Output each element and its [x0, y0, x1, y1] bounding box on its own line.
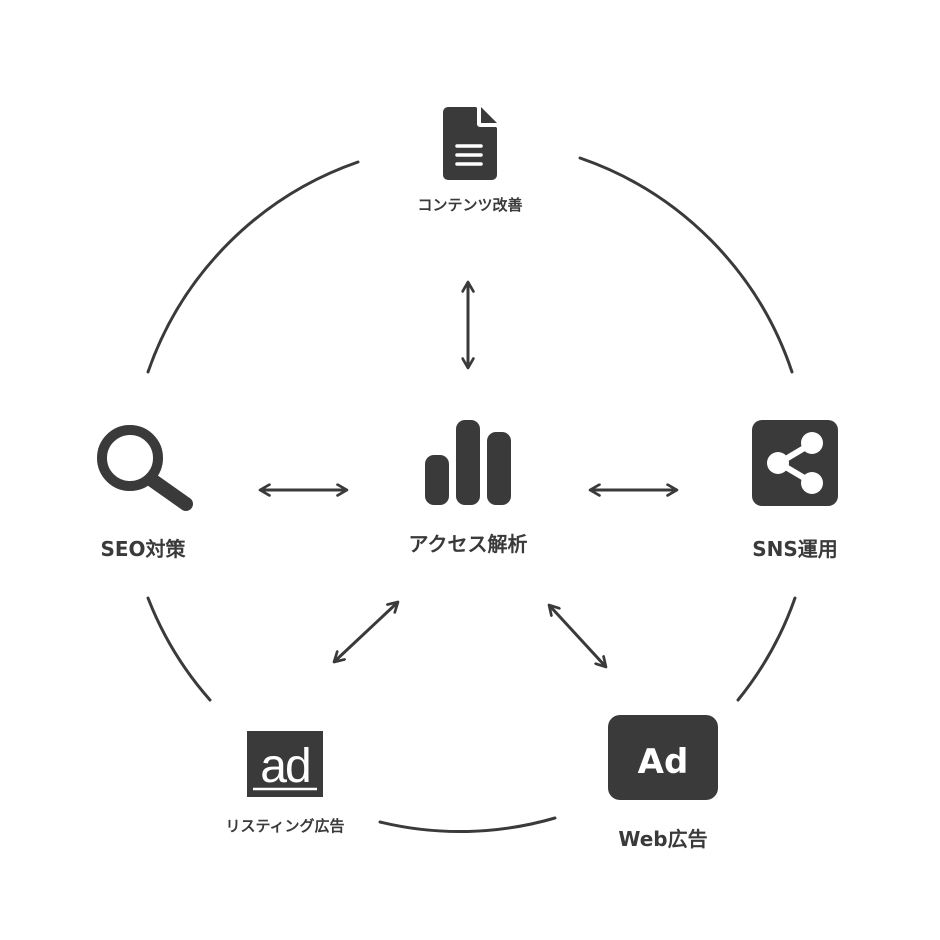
- cycle-arc-upper-left: [146, 160, 360, 374]
- sns-label: SNS運用: [752, 537, 838, 561]
- content-improvement-label: コンテンツ改善: [417, 196, 523, 214]
- cycle-arc-lower-right: [736, 596, 797, 702]
- bar-chart-icon: [425, 420, 511, 505]
- cycle-arc-lower-left: [146, 596, 212, 702]
- arrow-webad-center: [547, 603, 608, 669]
- share-icon: [752, 420, 838, 506]
- cycle-arc-upper-right: [578, 156, 794, 374]
- arrow-listing-center: [332, 600, 400, 664]
- ad-badge-icon: Ad: [608, 715, 718, 800]
- web-ad-label: Web広告: [618, 827, 708, 851]
- cycle-arc-bottom: [378, 816, 557, 833]
- search-icon: [97, 425, 193, 511]
- document-icon: [443, 107, 497, 180]
- svg-text:ad: ad: [260, 740, 309, 793]
- svg-text:Ad: Ad: [638, 742, 689, 782]
- seo-label: SEO対策: [100, 537, 186, 561]
- access-analysis-label: アクセス解析: [408, 532, 528, 556]
- listing-ad-label: リスティング広告: [225, 817, 345, 835]
- ad-icon: ad: [247, 731, 323, 797]
